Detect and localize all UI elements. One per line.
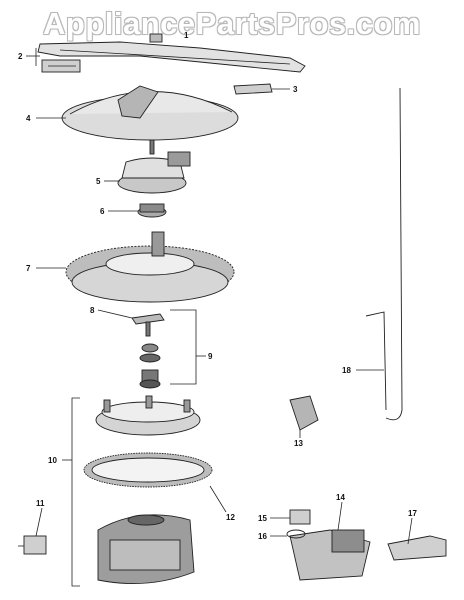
callout-12: 12 xyxy=(226,513,235,522)
part-16-seal[interactable] xyxy=(286,529,306,539)
callout-14: 14 xyxy=(336,493,345,502)
callout-16: 16 xyxy=(258,532,267,541)
part-16-pump-housing[interactable] xyxy=(83,395,213,488)
part-5-hub[interactable] xyxy=(117,139,191,194)
callout-10: 10 xyxy=(48,456,57,465)
part-2-clip[interactable] xyxy=(41,59,81,73)
callout-9: 9 xyxy=(208,352,213,361)
part-11-connector[interactable] xyxy=(18,535,47,555)
callout-4: 4 xyxy=(26,114,31,123)
part-15-cap[interactable] xyxy=(289,509,311,525)
part-7-filter-ring[interactable] xyxy=(65,231,235,303)
callout-2: 2 xyxy=(18,52,23,61)
part-13-sensor[interactable] xyxy=(289,395,319,431)
part-1-upper-spray-arm[interactable] xyxy=(37,33,306,73)
part-18-fill-tube[interactable] xyxy=(365,87,403,421)
callout-5: 5 xyxy=(96,177,101,186)
part-17-bracket[interactable] xyxy=(387,535,447,561)
leader-lines xyxy=(26,48,413,587)
part-motor[interactable] xyxy=(97,514,195,584)
part-6-impeller[interactable] xyxy=(137,203,167,218)
part-8-blade[interactable] xyxy=(131,313,165,337)
callout-13: 13 xyxy=(294,439,303,448)
callout-7: 7 xyxy=(26,264,31,273)
part-14-drain-pump[interactable] xyxy=(289,529,371,581)
watermark-logo: AppliancePartsPros.com xyxy=(43,6,421,41)
callout-11: 11 xyxy=(36,499,45,508)
part-4-filter-cover[interactable] xyxy=(61,85,239,141)
callout-1: 1 xyxy=(184,31,189,40)
callout-3: 3 xyxy=(293,85,298,94)
callout-6: 6 xyxy=(100,207,105,216)
callout-18: 18 xyxy=(342,366,351,375)
callout-8: 8 xyxy=(90,306,95,315)
callout-17: 17 xyxy=(408,509,417,518)
callout-15: 15 xyxy=(258,514,267,523)
part-9-chopper-assembly[interactable] xyxy=(139,343,161,389)
part-3-clip[interactable] xyxy=(233,83,273,95)
